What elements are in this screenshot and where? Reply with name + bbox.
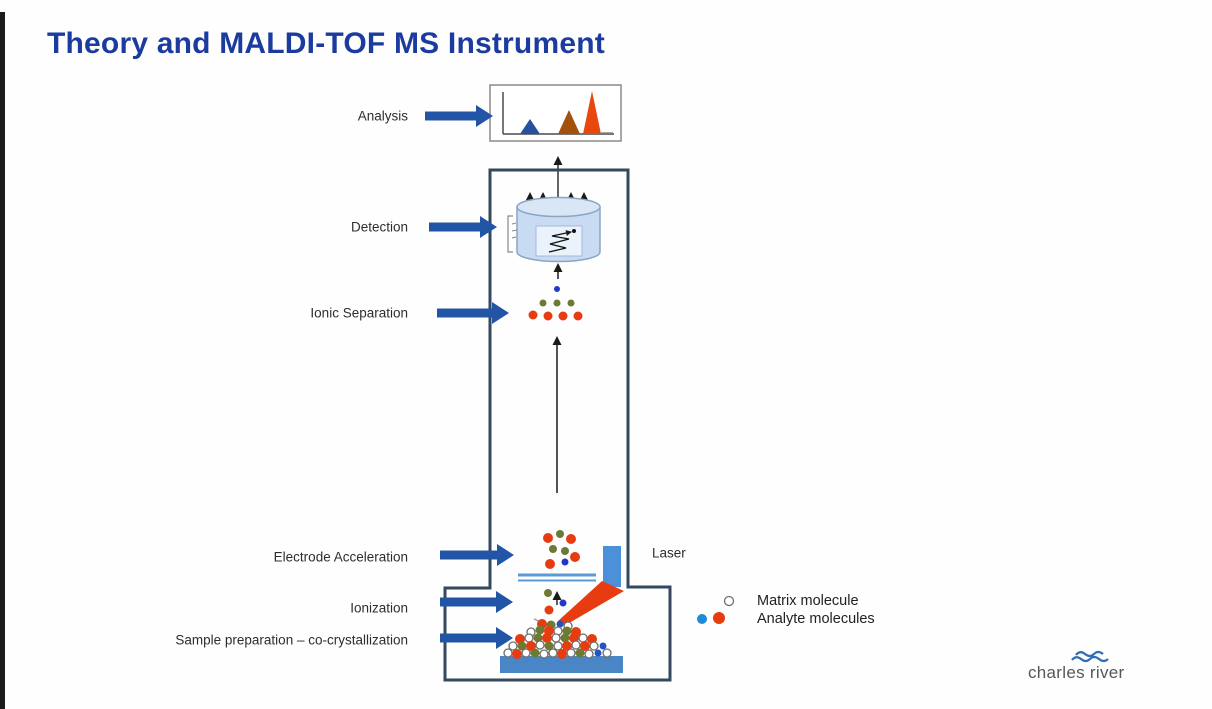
matrix-molecule-dot	[602, 648, 612, 658]
desorbed-ions	[544, 589, 567, 615]
analyte-molecule-dot	[543, 533, 553, 543]
analyte-molecule-dot	[575, 648, 585, 658]
analyte-molecule-dot	[544, 605, 554, 615]
detector-annotation-marks	[511, 222, 518, 239]
matrix-molecule-dot	[553, 641, 563, 651]
analyte-molecule-dot	[553, 299, 561, 307]
matrix-molecule-dot	[551, 633, 561, 643]
detection-arrow	[429, 216, 497, 238]
matrix-molecule-dot	[503, 648, 513, 658]
co-crystallized-sample-mound	[503, 619, 612, 659]
matrix-molecule-dot	[521, 648, 531, 658]
analyte-molecule-dot	[526, 641, 536, 651]
charles-river-logo: charles river	[1028, 650, 1158, 690]
analyte-molecule-dot	[594, 649, 602, 657]
analyte-molecule-dot	[566, 534, 576, 544]
legend-glyphs	[697, 595, 735, 624]
analyte-molecule-dot	[528, 310, 538, 320]
ion-impact-dot	[572, 229, 576, 233]
analyte-molecule-dot	[561, 558, 569, 566]
analyte-molecule-dot	[549, 545, 557, 553]
electrode-plates	[518, 573, 596, 582]
matrix-molecule-dot	[508, 641, 518, 651]
analyte-molecule-dot	[539, 299, 547, 307]
spectrum-peaks	[520, 91, 601, 134]
accelerated-ion-cluster	[543, 530, 580, 569]
label-laser: Laser	[652, 545, 686, 561]
analyte-molecule-dot	[544, 589, 552, 597]
detector	[507, 196, 601, 263]
logo-text: charles river	[1028, 663, 1125, 682]
label-analysis: Analysis	[357, 108, 408, 124]
analyte-molecule-dot	[517, 641, 527, 651]
matrix-molecule-dot	[524, 633, 534, 643]
matrix-molecule-dot	[571, 640, 581, 650]
analyte-molecule-dot	[543, 311, 553, 321]
matrix-molecule-dot	[584, 649, 594, 659]
analyte-molecule-dot	[556, 530, 564, 538]
matrix-molecule-dot	[723, 595, 735, 607]
analyte-molecule-dot	[558, 311, 568, 321]
legend-analyte-molecules: Analyte molecules	[757, 611, 875, 627]
analyte-molecule-dot	[544, 641, 554, 651]
matrix-molecule-dot	[548, 648, 558, 658]
sample-plate	[500, 656, 623, 673]
laser-source	[603, 546, 621, 587]
ion-zigzag-path	[548, 230, 572, 253]
label-detection: Detection	[350, 219, 408, 235]
logo-waves-icon	[1071, 650, 1109, 663]
label-ionic-separation: Ionic Separation	[310, 305, 408, 321]
sample-preparation-arrow	[440, 627, 513, 649]
detector-top	[516, 196, 601, 218]
label-electrode-acceleration: Electrode Acceleration	[273, 549, 408, 565]
analyte-molecule-dot	[560, 633, 570, 643]
ionization-arrow	[440, 591, 513, 613]
matrix-molecule-dot	[539, 649, 549, 659]
analyte-molecule-dot	[697, 614, 707, 624]
analyte-molecule-dot	[515, 634, 525, 644]
spectrum-peak	[583, 91, 601, 134]
detector-bracket	[507, 215, 513, 253]
analyte-molecule-dot	[557, 649, 567, 659]
ionic-separation-ions	[528, 286, 583, 321]
analyte-molecule-dot	[556, 620, 564, 628]
analyte-molecule-dot	[567, 299, 575, 307]
analyte-molecule-dot	[533, 633, 543, 643]
analyte-molecule-dot	[570, 552, 580, 562]
analyte-molecule-dot	[545, 559, 555, 569]
matrix-molecule-dot	[589, 641, 599, 651]
analyte-molecule-dot	[573, 311, 583, 321]
label-ionization: Ionization	[350, 600, 408, 616]
slide-title: Theory and MALDI-TOF MS Instrument	[47, 27, 605, 60]
mass-spectrum-chart	[489, 84, 622, 142]
analyte-molecule-dot	[535, 625, 545, 635]
legend-matrix-molecule: Matrix molecule	[757, 593, 859, 609]
analyte-molecule-dot	[562, 626, 572, 636]
step-arrows	[425, 105, 514, 649]
electrode-acceleration-arrow	[440, 544, 514, 566]
analyte-molecule-dot	[599, 642, 607, 650]
ionic-separation-arrow	[437, 302, 509, 324]
spectrum-peak	[558, 110, 580, 134]
analysis-arrow	[425, 105, 493, 127]
video-edge-artifact	[0, 12, 5, 709]
flight-tube-outline	[443, 168, 672, 682]
analyte-molecule-dot	[554, 286, 560, 292]
spectrum-peak	[520, 119, 540, 134]
matrix-molecule-dot	[578, 633, 588, 643]
matrix-molecule-dot	[535, 640, 545, 650]
analyte-molecule-dot	[530, 648, 540, 658]
analyte-molecule-dot	[580, 641, 590, 651]
analyte-molecule-dot	[512, 649, 522, 659]
label-sample-preparation: Sample preparation – co-crystallization	[175, 632, 408, 648]
analyte-molecule-dot	[559, 599, 567, 607]
analyte-molecule-dot	[542, 633, 552, 643]
matrix-molecule-dot	[566, 648, 576, 658]
analyte-molecule-dot	[561, 547, 569, 555]
laser-beam	[558, 581, 624, 626]
analyte-molecule-dot	[713, 612, 725, 624]
analyte-molecule-dot	[562, 641, 572, 651]
